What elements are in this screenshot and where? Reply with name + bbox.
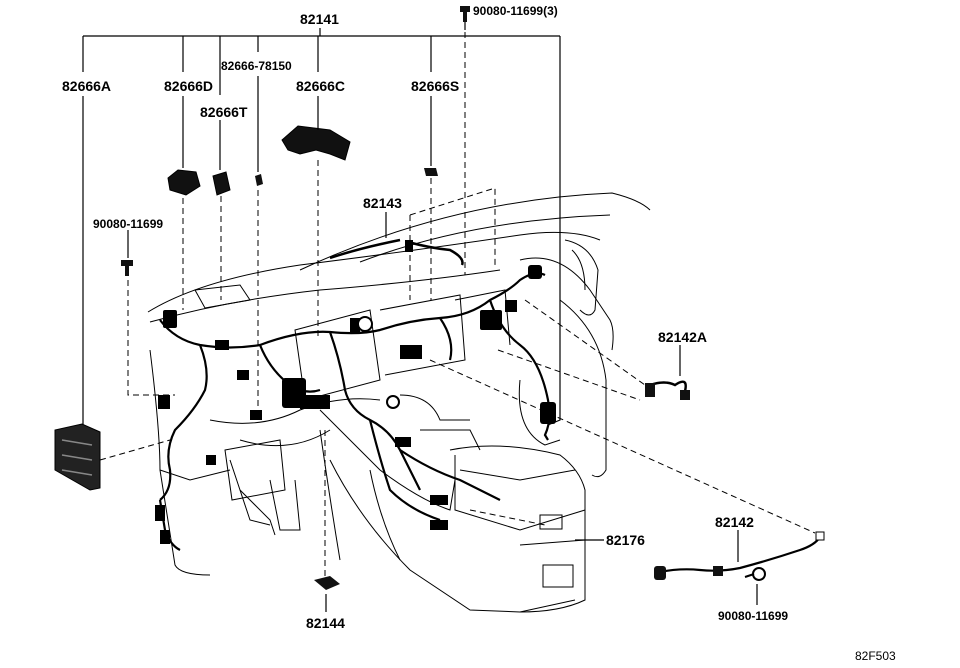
clip-82666S-icon: [424, 168, 438, 176]
clamp-82666T-icon: [212, 171, 231, 196]
svg-text:90080-11699: 90080-11699: [93, 217, 163, 231]
svg-text:82666A: 82666A: [62, 78, 111, 94]
callout-90080-11699-bottom[interactable]: 90080-11699: [718, 609, 788, 623]
svg-text:82666S: 82666S: [411, 78, 459, 94]
harness-connectors: [155, 265, 556, 544]
svg-text:82666T: 82666T: [200, 104, 248, 120]
wire-harness-82142A-icon: [645, 380, 690, 400]
instrument-panel-outline: [147, 192, 651, 613]
callout-82666C[interactable]: 82666C: [296, 78, 345, 94]
callout-82142[interactable]: 82142: [715, 514, 754, 530]
connector-82143: [405, 240, 413, 252]
svg-text:90080-11699(3): 90080-11699(3): [473, 4, 558, 18]
callout-82142A[interactable]: 82142A: [658, 329, 707, 345]
svg-text:82666D: 82666D: [164, 78, 213, 94]
callout-82666-78150[interactable]: 82666-78150: [221, 59, 292, 73]
svg-text:82141: 82141: [300, 11, 339, 27]
bracket-82666A-icon: [54, 423, 101, 491]
clamp-82666D-icon: [167, 169, 201, 196]
svg-text:82142A: 82142A: [658, 329, 707, 345]
bracket-82144-icon: [314, 576, 340, 590]
wire-harness-82143: [329, 238, 464, 266]
callout-90080-11699-top[interactable]: 90080-11699(3): [473, 4, 558, 18]
svg-text:82143: 82143: [363, 195, 402, 211]
callout-82144[interactable]: 82144: [306, 615, 345, 631]
wire-harness-82142-icon: [654, 531, 825, 580]
callout-90080-11699-left[interactable]: 90080-11699: [93, 217, 163, 231]
diagram-code: 82F503: [855, 649, 896, 663]
svg-text:82176: 82176: [606, 532, 645, 548]
svg-text:82666-78150: 82666-78150: [221, 59, 292, 73]
leader-lines: [82, 22, 758, 612]
svg-text:82142: 82142: [715, 514, 754, 530]
callout-82666S[interactable]: 82666S: [411, 78, 459, 94]
callout-82143[interactable]: 82143: [363, 195, 402, 211]
wire-harness-82141: [158, 272, 551, 551]
svg-text:90080-11699: 90080-11699: [718, 609, 788, 623]
callout-82666T[interactable]: 82666T: [200, 104, 248, 120]
bolt-top-icon: [460, 6, 470, 22]
callout-82666D[interactable]: 82666D: [164, 78, 213, 94]
clip-82666-78150-icon: [255, 174, 263, 186]
dashed-guide-lines: [99, 32, 816, 578]
svg-text:82144: 82144: [306, 615, 345, 631]
callout-82176[interactable]: 82176: [606, 532, 645, 548]
callout-82141[interactable]: 82141: [300, 11, 339, 27]
callout-82666A[interactable]: 82666A: [62, 78, 111, 94]
bolt-bottom-icon: [744, 567, 766, 581]
svg-text:82666C: 82666C: [296, 78, 345, 94]
bolt-left-icon: [121, 260, 133, 276]
bracket-82666C-icon: [281, 125, 351, 161]
